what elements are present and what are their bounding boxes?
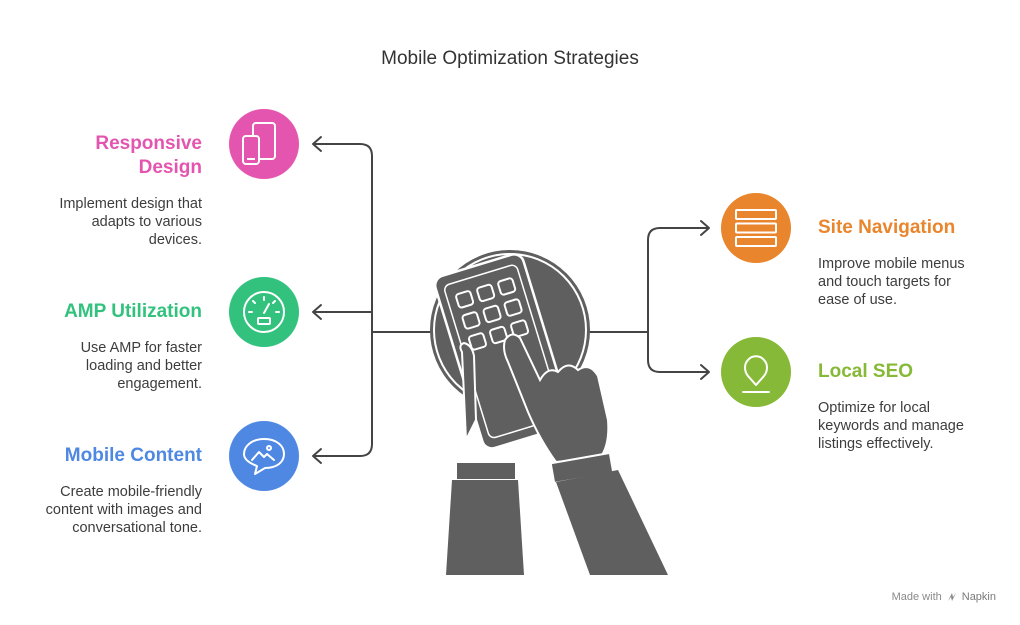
connector-trunk-left xyxy=(313,143,433,457)
amp-utilization-description: Use AMP for faster loading and better en… xyxy=(80,340,202,392)
hands-phone-illustration xyxy=(430,250,668,575)
devices-icon xyxy=(242,122,276,165)
connector-trunk-right xyxy=(587,227,709,373)
responsive-design-title: Responsive Design xyxy=(95,133,202,178)
mobile-content-description: Create mobile-friendly content with imag… xyxy=(45,484,202,536)
site-navigation-title: Site Navigation xyxy=(818,217,956,238)
chat-image-icon xyxy=(243,438,285,475)
amp-utilization-title: AMP Utilization xyxy=(64,301,202,322)
menu-icon xyxy=(735,209,777,247)
arrow-amp-utilization xyxy=(312,304,322,320)
mobile-content-circle xyxy=(229,421,299,491)
local-seo-circle xyxy=(721,337,791,407)
napkin-logo-icon xyxy=(947,593,956,601)
map-pin-icon xyxy=(742,355,770,393)
napkin-attribution[interactable]: Made with Napkin xyxy=(892,591,996,603)
napkin-brand: Napkin xyxy=(961,591,996,603)
arrow-local-seo xyxy=(700,364,710,380)
arrow-mobile-content xyxy=(312,448,322,464)
arrow-site-navigation xyxy=(700,220,710,236)
site-navigation-circle xyxy=(721,193,791,263)
speedometer-icon xyxy=(243,291,285,333)
arrow-responsive-design xyxy=(312,136,322,152)
local-seo-title: Local SEO xyxy=(818,361,914,382)
made-with-label: Made with xyxy=(891,591,942,603)
responsive-design-circle xyxy=(229,109,299,179)
responsive-design-description: Implement design that adapts to various … xyxy=(59,196,202,248)
site-navigation-description: Improve mobile menus and touch targets f… xyxy=(818,256,965,308)
mobile-content-title: Mobile Content xyxy=(64,445,202,466)
page-title: Mobile Optimization Strategies xyxy=(381,48,639,69)
local-seo-description: Optimize for local keywords and manage l… xyxy=(818,400,964,452)
amp-utilization-circle xyxy=(229,277,299,347)
